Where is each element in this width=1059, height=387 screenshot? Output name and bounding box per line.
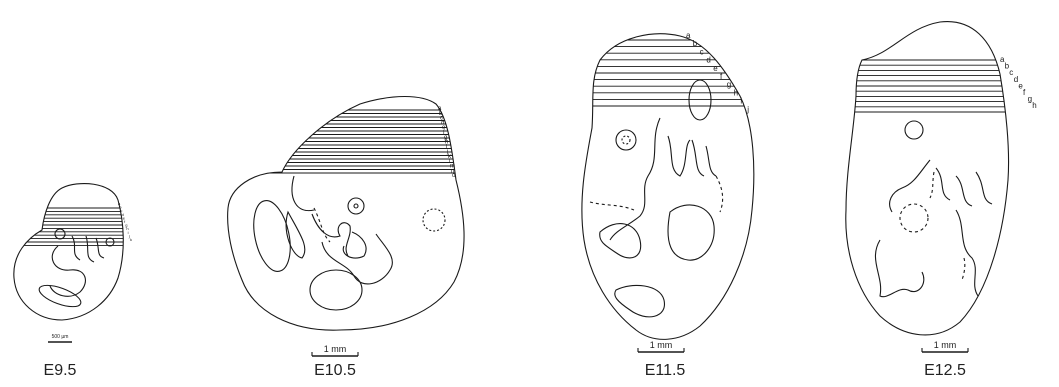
scale-bar-label-e9-5: 500 µm [52, 334, 69, 340]
embryo-e10-5: abcdefghijklmno 1 mm [210, 97, 480, 357]
embryo-e12-5-hindlimb [956, 210, 978, 296]
embryo-e11-5-eye-outer [616, 130, 636, 150]
embryo-e9-5-heart [50, 246, 85, 296]
embryo-e9-5-eye [55, 229, 65, 239]
embryo-e10-5-head-fold [292, 176, 314, 211]
embryo-e12-5-section-lines [830, 60, 1030, 112]
embryo-e11-5-eye-inner [622, 136, 630, 144]
stage-label-e12-5: E12.5 [924, 362, 966, 380]
section-letter: d [706, 56, 710, 65]
section-letter: j [746, 105, 749, 114]
scale-bar-label-e10-5: 1 mm [324, 344, 347, 354]
section-letter: h [1032, 101, 1036, 110]
embryo-e9-5-pharynx [72, 236, 104, 262]
embryo-e10-5-heart [322, 234, 392, 284]
embryo-e11-5: abcdefghij 1 mm [570, 31, 770, 352]
embryo-e11-5-dashed [590, 176, 723, 212]
section-letter: i [740, 97, 742, 106]
embryo-e10-5-eye-inner [354, 204, 358, 208]
stage-label-e9-5: E9.5 [44, 362, 77, 380]
embryo-e10-5-liver [310, 270, 362, 310]
embryo-e12-5-dashed [930, 172, 965, 280]
section-letter: e [713, 64, 718, 73]
section-letter: c [700, 47, 704, 56]
embryo-e12-5-outline [846, 22, 1009, 335]
embryo-e10-5-section-letters: abcdefghijklmno [438, 106, 456, 179]
section-letter: k [130, 237, 132, 242]
embryo-e10-5-forelimb [248, 197, 296, 274]
embryo-e12-5-section-letters: abcdefgh [1000, 55, 1037, 110]
embryo-e11-5-branchial-arches [668, 136, 716, 176]
embryo-e12-5-branchial [936, 168, 992, 206]
section-letter: h [734, 88, 738, 97]
section-letter: a [686, 31, 691, 40]
embryo-e11-5-forelimb [600, 224, 641, 258]
embryo-e12-5-forelimb [875, 240, 923, 297]
section-letter: g [727, 80, 731, 89]
embryo-e10-5-branchial-arches [312, 214, 366, 258]
embryo-e12-5-heart [900, 204, 928, 232]
stage-label-e10-5: E10.5 [314, 362, 356, 380]
embryo-e12-5: abcdefgh 1 mm [830, 22, 1037, 352]
scale-bar-label-e11-5: 1 mm [650, 340, 673, 350]
embryo-e9-5: abcdefghijk 500 µm [0, 184, 140, 342]
embryo-e10-5-outline [228, 97, 464, 331]
embryo-e9-5-limb [37, 281, 84, 311]
embryo-e11-5-section-letters: abcdefghij [686, 31, 749, 114]
section-letter: f [1023, 88, 1026, 97]
stage-label-e11-5: E11.5 [645, 362, 686, 380]
embryo-e11-5-hindlimb [615, 285, 665, 316]
embryo-e10-5-eye-outer [348, 198, 364, 214]
scale-bar-label-e12-5: 1 mm [934, 340, 957, 350]
embryo-e10-5-dashed-curve [314, 208, 330, 242]
embryo-e12-5-eye [905, 121, 923, 139]
section-letter: c [1009, 68, 1013, 77]
embryo-e10-5-hindlimb [423, 209, 445, 231]
section-letter: b [693, 39, 698, 48]
embryo-e9-5-outline [14, 184, 123, 320]
embryo-e11-5-heart [668, 205, 714, 260]
embryo-e9-5-section-lines [0, 208, 140, 245]
